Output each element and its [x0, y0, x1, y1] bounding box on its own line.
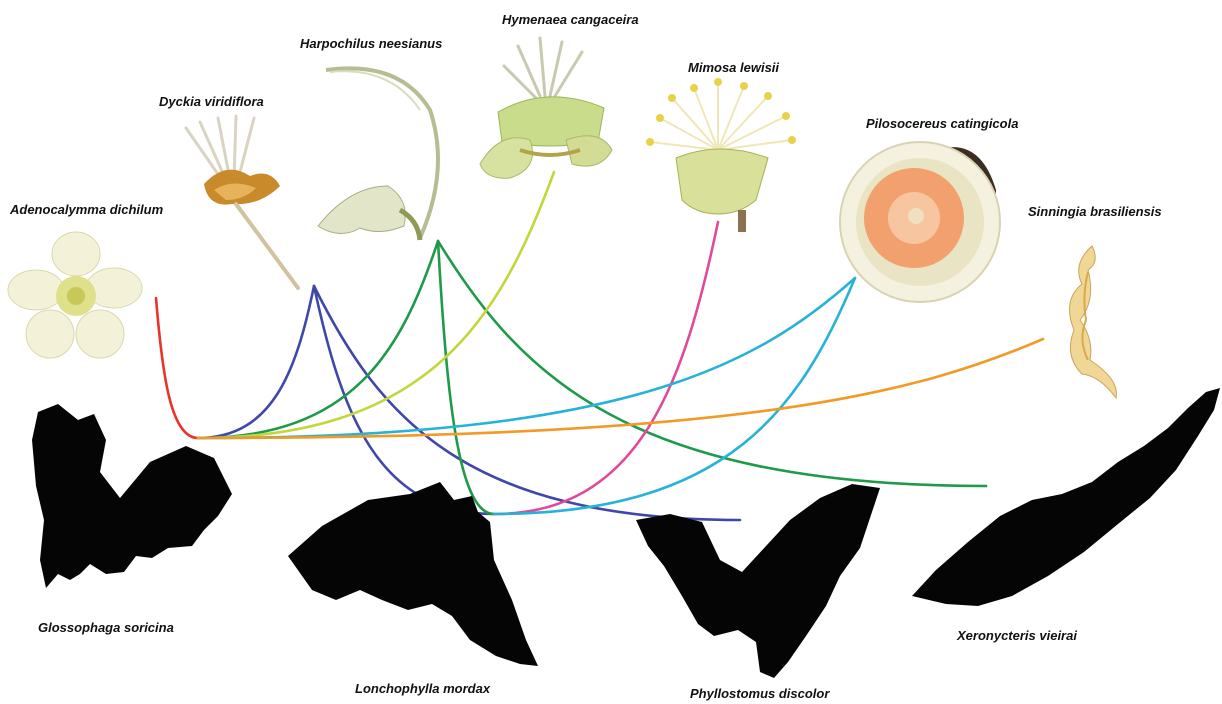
link-mimosa-lonchophylla [494, 222, 718, 514]
flower-adenocalymma [8, 232, 142, 358]
bat-phyllostomus [636, 484, 880, 678]
link-adenocalymma-glossophaga [156, 298, 198, 438]
flower-pilosocereus [840, 142, 1000, 302]
plant-label-hymenaea: Hymenaea cangaceira [502, 12, 639, 27]
bat-label-phyllostomus: Phyllostomus discolor [690, 686, 829, 701]
link-harpochilus-glossophaga [198, 241, 438, 438]
bat-lonchophylla [288, 482, 538, 666]
bat-label-xeronycteris: Xeronycteris vieirai [957, 628, 1077, 643]
flower-dyckia [186, 116, 298, 288]
plant-label-adenocalymma: Adenocalymma dichilum [10, 202, 163, 217]
plant-label-mimosa: Mimosa lewisii [688, 60, 779, 75]
plant-label-sinningia: Sinningia brasiliensis [1028, 204, 1162, 219]
flower-hymenaea [480, 38, 612, 178]
link-dyckia-glossophaga [198, 286, 314, 438]
bat-glossophaga [32, 404, 232, 588]
bat-label-glossophaga: Glossophaga soricina [38, 620, 174, 635]
link-pilosocereus-lonchophylla [494, 278, 855, 514]
link-pilosocereus-glossophaga [198, 278, 855, 438]
flower-mimosa [646, 78, 796, 232]
bat-label-lonchophylla: Lonchophylla mordax [355, 681, 490, 696]
flower-sinningia [1070, 246, 1117, 398]
plant-label-dyckia: Dyckia viridiflora [159, 94, 264, 109]
plant-label-harpochilus: Harpochilus neesianus [300, 36, 442, 51]
flower-harpochilus [318, 68, 438, 240]
plant-label-pilosocereus: Pilosocereus catingicola [866, 116, 1018, 131]
bat-xeronycteris [912, 388, 1220, 606]
